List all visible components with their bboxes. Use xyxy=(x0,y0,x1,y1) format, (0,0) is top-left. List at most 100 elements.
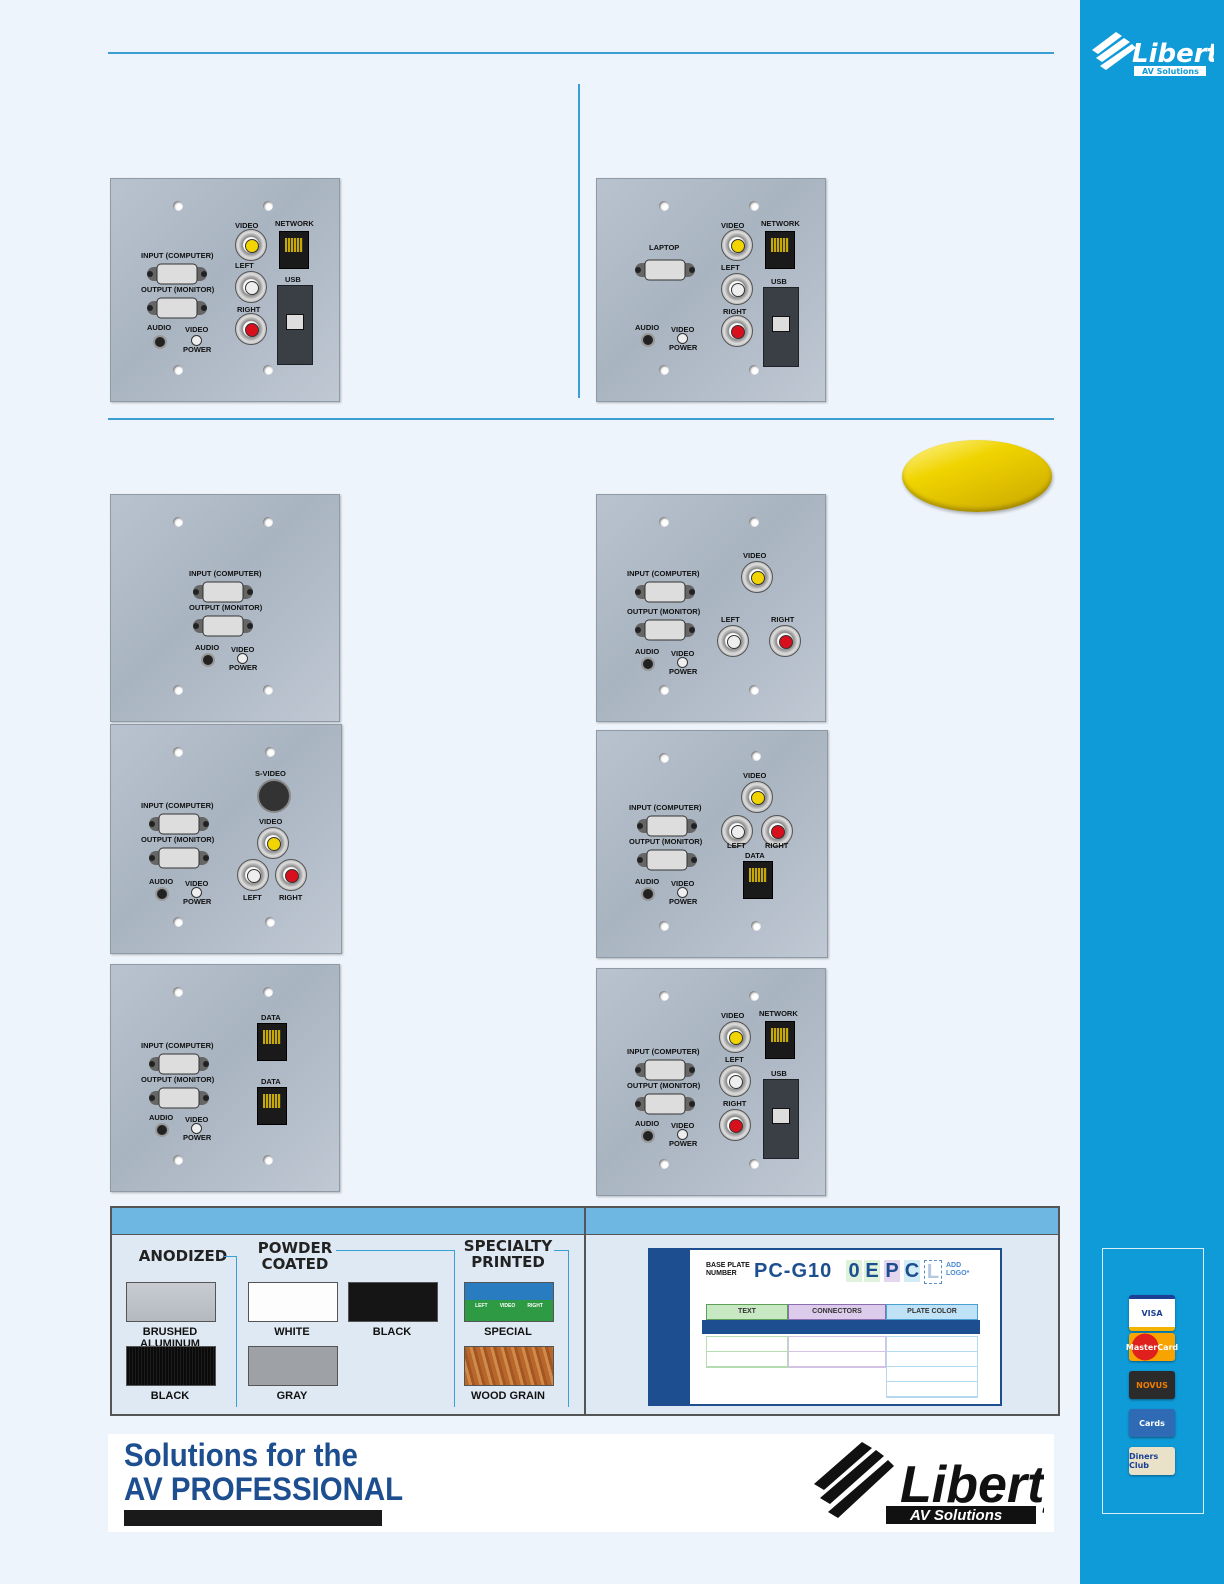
screw-hole xyxy=(263,987,273,997)
video-rca-jack xyxy=(741,781,773,813)
part-row-bar xyxy=(702,1320,980,1334)
input-label: INPUT (COMPUTER) xyxy=(141,801,214,810)
power-label: POWER xyxy=(669,897,698,906)
vga-port-icon xyxy=(635,1059,695,1081)
output-label: OUTPUT (MONITOR) xyxy=(627,607,701,616)
plate-color-column-header: PLATE COLOR xyxy=(886,1304,978,1320)
sample-right-label: RIGHT xyxy=(527,1303,543,1309)
left-rca-jack xyxy=(717,625,749,657)
power-label: POWER xyxy=(669,1139,698,1148)
screw-hole xyxy=(263,201,273,211)
sample-video-label: VIDEO xyxy=(499,1303,516,1309)
left-rca-jack xyxy=(719,1065,751,1097)
laptop-label: LAPTOP xyxy=(649,243,680,252)
diners-card-icon: Diners Club xyxy=(1129,1447,1175,1475)
audio-label: AUDIO xyxy=(635,1119,660,1128)
usb-label: USB xyxy=(771,1069,787,1078)
white-label: WHITE xyxy=(274,1326,310,1338)
power-led-icon xyxy=(677,1129,688,1140)
usb-port-icon xyxy=(763,1079,799,1159)
power-led-icon xyxy=(677,333,688,344)
power-led-icon xyxy=(191,887,202,898)
video-power-label: VIDEO xyxy=(671,649,695,658)
right-rca-jack xyxy=(719,1109,751,1141)
vga-port-icon xyxy=(147,263,207,285)
white-swatch xyxy=(248,1282,338,1322)
screw-hole xyxy=(749,991,759,1001)
power-label: POWER xyxy=(229,663,258,672)
liberty-logo-large: Liberty AV Solutions xyxy=(814,1442,1044,1524)
gold-badge xyxy=(902,440,1052,512)
data-jack-icon xyxy=(257,1023,287,1061)
wall-plate-7: DATA INPUT (COMPUTER) OUTPUT (MONITOR) D… xyxy=(110,964,340,1192)
audio-label: AUDIO xyxy=(147,323,172,332)
text-column-header: TEXT xyxy=(706,1304,788,1320)
video-label: VIDEO xyxy=(721,1011,745,1020)
audio-jack-icon xyxy=(201,653,215,667)
vga-port-icon xyxy=(149,813,209,835)
payment-methods: VISA MasterCard NOVUS Cards Diners Club xyxy=(1102,1248,1204,1514)
part-digit: 0 xyxy=(846,1260,862,1282)
right-rca-jack xyxy=(235,313,267,345)
part-logo-code: L xyxy=(924,1260,942,1284)
screw-hole xyxy=(265,747,275,757)
video-rca-jack xyxy=(721,229,753,261)
vga-port-icon xyxy=(637,849,697,871)
wall-plate-6: VIDEO INPUT (COMPUTER) OUTPUT (MONITOR) … xyxy=(596,730,828,958)
data-label: DATA xyxy=(745,851,765,860)
power-led-icon xyxy=(677,657,688,668)
screw-hole xyxy=(173,1155,183,1165)
footer-brand-name: Liberty xyxy=(900,1456,1044,1514)
powder-black-label: BLACK xyxy=(372,1326,412,1338)
mastercard-icon: MasterCard xyxy=(1126,1333,1178,1361)
output-label: OUTPUT (MONITOR) xyxy=(141,1075,215,1084)
video-label: VIDEO xyxy=(259,817,283,826)
powder-black-swatch xyxy=(348,1282,438,1322)
screw-hole xyxy=(659,365,669,375)
wood-grain-label: WOOD GRAIN xyxy=(471,1390,545,1402)
screw-hole xyxy=(263,517,273,527)
right-rca-jack xyxy=(769,625,801,657)
vga-port-icon xyxy=(149,1053,209,1075)
screw-hole xyxy=(751,751,761,761)
audio-jack-icon xyxy=(641,657,655,671)
network-label: NETWORK xyxy=(275,219,314,228)
network-jack-icon xyxy=(279,231,309,269)
input-label: INPUT (COMPUTER) xyxy=(141,251,214,260)
audio-label: AUDIO xyxy=(635,647,660,656)
input-label: INPUT (COMPUTER) xyxy=(189,569,262,578)
top-rule xyxy=(108,52,1054,54)
power-label: POWER xyxy=(669,343,698,352)
video-rca-jack xyxy=(741,561,773,593)
power-led-icon xyxy=(191,1123,202,1134)
audio-jack-icon xyxy=(641,333,655,347)
sample-left-label: LEFT xyxy=(475,1303,488,1309)
wall-plate-4: VIDEO INPUT (COMPUTER) OUTPUT (MONITOR) … xyxy=(596,494,826,722)
usb-label: USB xyxy=(771,277,787,286)
vga-port-icon xyxy=(635,581,695,603)
left-rca-jack xyxy=(721,273,753,305)
video-power-label: VIDEO xyxy=(185,1115,209,1124)
part-text-code: E xyxy=(864,1260,880,1282)
screw-hole xyxy=(659,201,669,211)
screw-hole xyxy=(173,917,183,927)
power-label: POWER xyxy=(183,1133,212,1142)
gray-swatch xyxy=(248,1346,338,1386)
left-label: LEFT xyxy=(721,615,740,624)
screw-hole xyxy=(263,1155,273,1165)
vga-port-icon xyxy=(193,615,253,637)
right-label: RIGHT xyxy=(765,841,789,850)
left-label: LEFT xyxy=(725,1055,744,1064)
anodized-heading: ANODIZED xyxy=(138,1247,228,1265)
screw-hole xyxy=(173,517,183,527)
video-rca-jack xyxy=(235,229,267,261)
screw-hole xyxy=(263,365,273,375)
middle-rule xyxy=(108,418,1054,420)
footer-black-bar xyxy=(124,1510,382,1526)
left-label: LEFT xyxy=(235,261,254,270)
part-connector-code: P xyxy=(884,1260,900,1282)
part-prefix: PC-G10 xyxy=(754,1260,833,1282)
